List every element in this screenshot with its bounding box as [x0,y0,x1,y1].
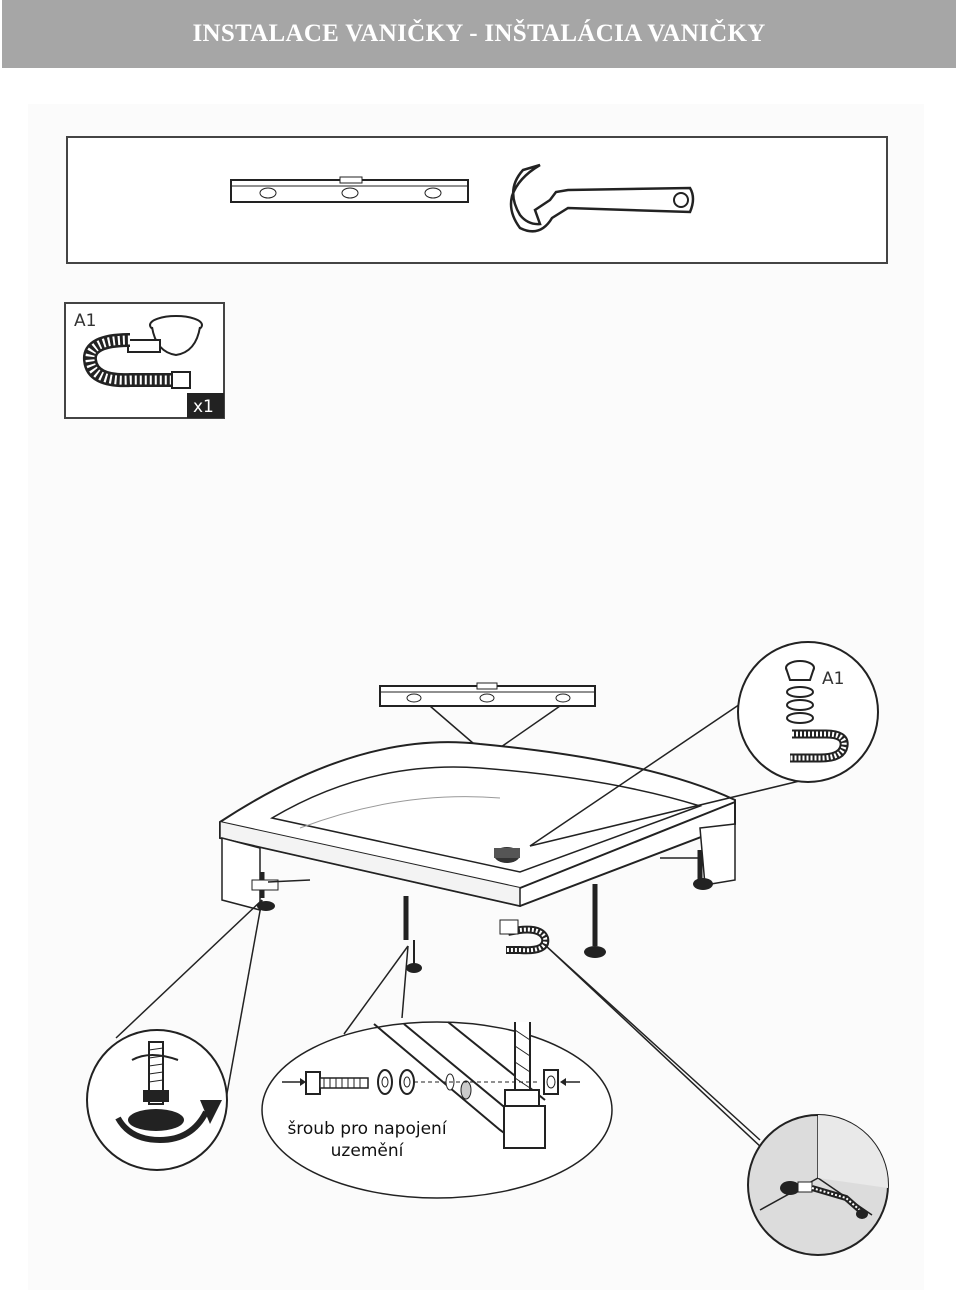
nut-icon [543,1069,559,1095]
washer-icon [377,1069,415,1095]
spirit-level-icon [379,682,596,757]
grounding-caption-line1: šroub pro napojení [287,1119,447,1139]
page-title: INSTALACE VANIČKY - INŠTALÁCIA VANIČKY [192,20,766,47]
part-quantity-label: x1 [193,397,214,417]
detail-drain-connection-circle [544,944,889,1256]
detail-drain-circle: A1 [529,641,879,847]
spirit-level-icon [230,176,469,203]
bolt-icon [305,1071,369,1095]
shower-tray [219,741,736,973]
detail-part-code-label: A1 [822,669,844,689]
siphon-drain-icon [83,315,203,389]
siphon-drain-icon [499,919,550,955]
part-code-label: A1 [74,311,96,331]
bolt-icon [128,1041,184,1131]
detail-grounding-ellipse [261,945,613,1199]
header-bar: INSTALACE VANIČKY - INŠTALÁCIA VANIČKY [2,0,956,68]
grounding-screw-caption: šroub pro napojení uzemění [262,1118,472,1162]
parts-box: A1 x1 [64,302,225,419]
tools-box [66,136,888,264]
wrench-icon [509,163,695,233]
grounding-caption-line2: uzemění [330,1141,404,1161]
detail-leg-adjust-circle [86,899,263,1171]
